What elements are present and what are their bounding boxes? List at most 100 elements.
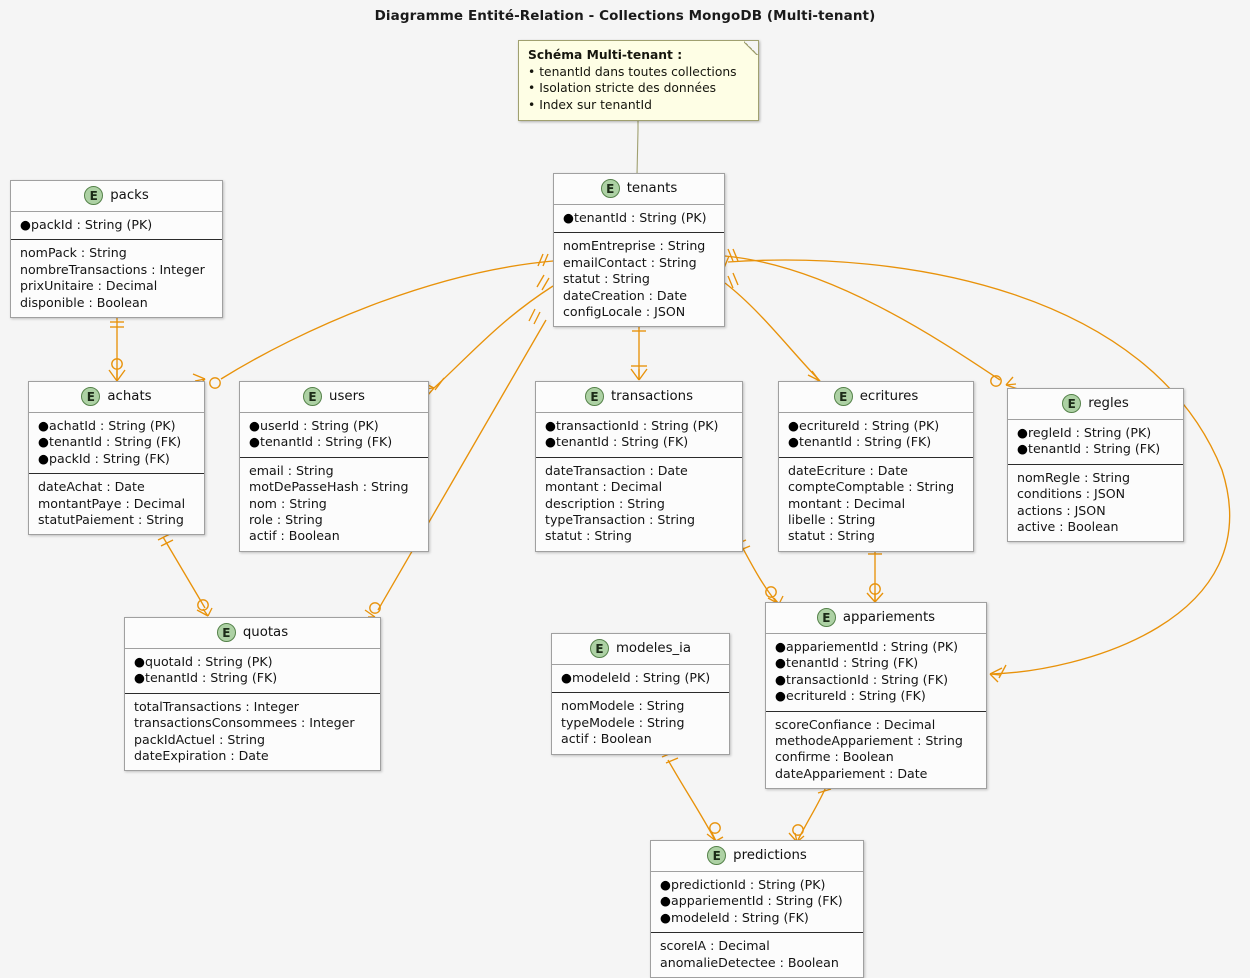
card-one-one-achats-quotas: [157, 533, 174, 547]
attr-row: statut : String: [563, 271, 650, 287]
entity-name: packs: [110, 188, 149, 203]
attr-row: typeTransaction : String: [545, 512, 696, 528]
entity-transactions[interactable]: E transactions ●transactionId : String (…: [535, 381, 743, 552]
entity-name: modeles_ia: [615, 641, 691, 656]
entity-keys: ●achatId : String (PK) ●tenantId : Strin…: [29, 413, 204, 475]
entity-keys: ●userId : String (PK) ●tenantId : String…: [240, 413, 428, 458]
entity-regles[interactable]: E regles ●regleId : String (PK) ●tenantI…: [1007, 388, 1184, 543]
entity-header: E achats: [29, 382, 204, 413]
bullet-glyph: •: [528, 64, 536, 79]
key-row: ●userId : String (PK): [249, 418, 379, 433]
key-row: ●tenantId : String (FK): [788, 434, 932, 450]
entity-predictions[interactable]: E predictions ●predictionId : String (PK…: [650, 840, 864, 978]
entity-attrs: nomPack : String nombreTransactions : In…: [11, 240, 222, 317]
entity-appariements[interactable]: E appariements ●appariementId : String (…: [765, 602, 987, 790]
note-bullet-2: • Index sur tenantId: [528, 97, 749, 114]
entity-header: E tenants: [554, 174, 724, 205]
attr-row: scoreIA : Decimal: [660, 938, 770, 954]
entity-name: tenants: [626, 181, 678, 196]
key-text: tenantId : String (FK): [145, 670, 278, 686]
key-row: ●transactionId : String (FK): [775, 671, 949, 687]
attr-row: confirme : Boolean: [775, 749, 894, 765]
entity-icon: E: [589, 639, 609, 658]
entity-name: achats: [107, 389, 152, 404]
note-bullet-1: • Isolation stricte des données: [528, 80, 749, 97]
attr-row: dateEcriture : Date: [788, 462, 908, 478]
entity-packs[interactable]: E packs ●packId : String (PK) nomPack : …: [10, 180, 223, 319]
link-tenants-users: [433, 285, 554, 389]
key-text: tenantId : String (FK): [260, 434, 393, 450]
attr-row: nomModele : String: [561, 698, 685, 714]
entity-icon: E: [816, 608, 836, 627]
key-text: regleId : String (PK): [1028, 425, 1152, 440]
link-achats-quotas: [162, 536, 206, 609]
key-row: ●transactionId : String (PK): [545, 418, 719, 433]
attr-row: dateExpiration : Date: [134, 748, 269, 764]
schema-note: Schéma Multi-tenant : • tenantId dans to…: [518, 40, 759, 122]
attr-row: nom : String: [249, 495, 327, 511]
key-text: packId : String (FK): [49, 450, 170, 466]
entity-users[interactable]: E users ●userId : String (PK) ●tenantId …: [239, 381, 429, 552]
key-text: tenantId : String (FK): [799, 434, 932, 450]
key-row: ●predictionId : String (PK): [660, 877, 826, 892]
entity-tenants[interactable]: E tenants ●tenantId : String (PK) nomEnt…: [553, 173, 725, 328]
attr-row: conditions : JSON: [1017, 486, 1126, 502]
link-tenants-achats: [220, 260, 554, 380]
entity-name: users: [329, 389, 365, 404]
entity-attrs: dateAchat : Date montantPaye : Decimal s…: [29, 474, 204, 534]
attr-row: transactionsConsommees : Integer: [134, 715, 355, 731]
entity-quotas[interactable]: E quotas ●quotaId : String (PK) ●tenantI…: [124, 617, 381, 772]
entity-icon: E: [81, 387, 101, 406]
entity-header: E users: [240, 382, 428, 413]
attr-row: nomEntreprise : String: [563, 238, 706, 254]
attr-row: nomPack : String: [20, 245, 127, 261]
entity-header: E appariements: [766, 603, 986, 634]
key-row: ●tenantId : String (FK): [38, 434, 182, 450]
attr-row: actif : Boolean: [249, 528, 340, 544]
card-one-one-tenants-regles: [727, 248, 739, 262]
entity-name: ecritures: [859, 389, 919, 404]
bullet-glyph: •: [528, 81, 536, 96]
attr-row: scoreConfiance : Decimal: [775, 716, 936, 732]
key-text: quotaId : String (PK): [145, 654, 273, 669]
attr-row: nombreTransactions : Integer: [20, 261, 205, 277]
link-tenants-ecritures: [724, 282, 821, 382]
entity-attrs: scoreConfiance : Decimal methodeAppariem…: [766, 712, 986, 789]
card-one-one-tenants-ecritures: [727, 272, 739, 289]
key-row: ●tenantId : String (FK): [545, 434, 689, 450]
entity-icon: E: [84, 186, 104, 205]
entity-keys: ●transactionId : String (PK) ●tenantId :…: [536, 413, 742, 458]
link-tenants-regles: [724, 255, 1001, 381]
card-one-one-tenants-users: [536, 274, 550, 291]
entity-header: E predictions: [651, 841, 863, 872]
attr-row: description : String: [545, 495, 665, 511]
attr-row: montant : Decimal: [788, 495, 906, 511]
link-appariements-predictions: [797, 786, 827, 841]
entity-keys: ●modeleId : String (PK): [552, 665, 729, 694]
key-text: predictionId : String (PK): [671, 877, 826, 892]
entity-attrs: nomEntreprise : String emailContact : St…: [554, 233, 724, 326]
attr-row: email : String: [249, 462, 334, 478]
entity-keys: ●regleId : String (PK) ●tenantId : Strin…: [1008, 420, 1183, 465]
card-zero-many-pred-left: [706, 822, 724, 842]
key-row: ●appariementId : String (PK): [775, 639, 959, 654]
entity-achats[interactable]: E achats ●achatId : String (PK) ●tenantI…: [28, 381, 205, 536]
attr-row: emailContact : String: [563, 254, 697, 270]
entity-name: quotas: [242, 625, 289, 640]
key-text: ecritureId : String (PK): [799, 418, 940, 433]
key-row: ●modeleId : String (PK): [561, 670, 711, 685]
card-one-one-tenants-achats: [537, 253, 549, 267]
key-row: ●modeleId : String (FK): [660, 909, 809, 925]
key-row: ●ecritureId : String (FK): [775, 688, 926, 704]
card-zero-many-quotas: [196, 599, 213, 617]
attr-row: role : String: [249, 512, 323, 528]
entity-ecritures[interactable]: E ecritures ●ecritureId : String (PK) ●t…: [778, 381, 974, 552]
attr-row: prixUnitaire : Decimal: [20, 278, 158, 294]
entity-modeles-ia[interactable]: E modeles_ia ●modeleId : String (PK) nom…: [551, 633, 730, 755]
entity-header: E transactions: [536, 382, 742, 413]
entity-keys: ●tenantId : String (PK): [554, 205, 724, 234]
entity-keys: ●ecritureId : String (PK) ●tenantId : St…: [779, 413, 973, 458]
entity-keys: ●appariementId : String (PK) ●tenantId :…: [766, 634, 986, 712]
entity-header: E regles: [1008, 389, 1183, 420]
